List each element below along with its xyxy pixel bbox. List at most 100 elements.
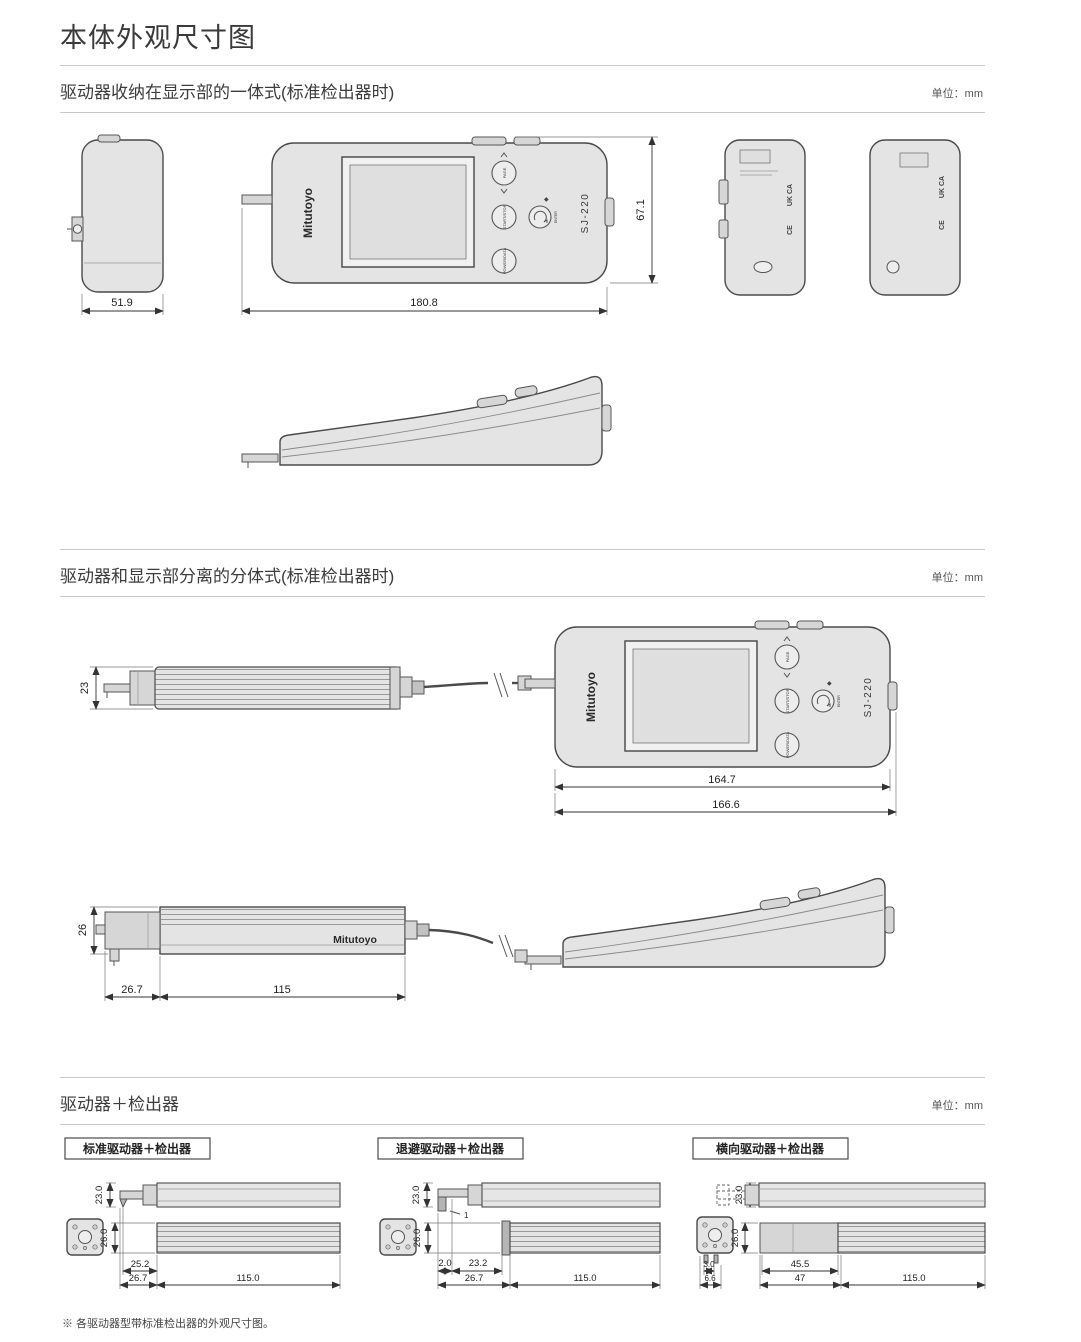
dim-pins: 3.0 6.6 [699,1256,722,1289]
dim-label: 67.1 [635,199,647,220]
dim-label: 26.7 [465,1273,484,1284]
variant-transverse: 横向驱动器＋检出器 23.0 [692,1137,986,1289]
variant-label-box [692,1137,849,1160]
dim-label: 26.0 [99,1229,110,1248]
variant-label: 退避驱动器＋检出器 [396,1141,505,1156]
dim-label: 26.0 [730,1229,741,1248]
dim-drive-height: 26.0 [730,1222,758,1254]
dim-step: 1 [449,1210,469,1220]
variant-label: 标准驱动器＋检出器 [82,1141,192,1156]
dim-label: 1 [464,1211,469,1220]
unit-label: 单位：mm [931,1100,983,1112]
dim-label: 47 [795,1273,806,1284]
section-header: 驱动器和显示部分离的分体式(标准检出器时) 单位：mm [60,550,985,597]
side-view [67,134,164,293]
top-profile-view [241,375,612,469]
section-heading: 驱动器和显示部分离的分体式(标准检出器时) [60,567,395,586]
connection-cable-2 [404,920,528,963]
unit-label: 单位：mm [931,572,983,584]
section-header: 驱动器收纳在显示部的一体式(标准检出器时) 单位：mm [60,66,985,113]
section-drive-detector: 驱动器＋检出器 单位：mm 标准驱动器＋检出器 23.0 [60,1077,986,1331]
dim-label: 26.7 [129,1273,148,1284]
dim-drive-height: 26 [77,906,158,955]
drive-unit [156,1222,341,1254]
connection-cable [399,672,532,698]
separate-type-diagram: 23 164.7 166.6 [77,620,898,1001]
variant-standard: 标准驱动器＋检出器 23.0 [64,1137,341,1289]
page-title: 本体外观尺寸图 [60,23,256,53]
dim-nose-length: 26.7 [104,951,161,1001]
variant-label: 横向驱动器＋检出器 [716,1141,825,1156]
ce-mark: CE [939,220,946,230]
section-integrated: 驱动器收纳在显示部的一体式(标准检出器时) 单位：mm 51.9 [60,65,985,477]
dim-label: 3.0 [703,1260,715,1269]
drive-body [154,666,401,710]
dim-label: 23.0 [734,1186,745,1205]
display-profile-view [524,877,895,971]
dim-label: 23.0 [411,1186,422,1205]
end-view [696,1216,734,1254]
catalog-page: 本体外观尺寸图 驱动器收纳在显示部的一体式(标准检出器时) 单位：mm 51.9 [60,16,986,1331]
dim-display-width-total: 166.6 [554,712,897,816]
dim-label: 115.0 [236,1273,259,1284]
dim-drive-height: 26.0 [99,1222,155,1254]
back-view-1: UK CA CE [718,139,806,296]
drive-brand-logo: Mitutoyo [333,934,377,946]
transverse-adapter [759,1222,839,1254]
dim-drive-length: 115 [159,956,406,1001]
section-header: 驱动器＋检出器 单位：mm [60,1078,985,1125]
dim-display-width: 164.7 [554,769,891,791]
display-front-view [524,620,898,768]
ukca-mark: UK CA [939,176,946,198]
end-view [379,1218,417,1256]
dim-label: 26.0 [412,1229,423,1248]
drive-unit-side-view: Mitutoyo [95,906,406,966]
section-heading: 驱动器＋检出器 [60,1095,179,1114]
drive-unit-top-view [103,666,401,710]
detector-assembly [119,1182,341,1209]
dim-label: 23 [79,682,91,694]
dim-label: 23.0 [94,1186,105,1205]
variant-label-box [377,1137,524,1160]
dim-drive-height: 26.0 [412,1222,500,1254]
unit-label: 单位：mm [931,88,983,100]
dim-label: 166.6 [712,799,740,811]
ukca-mark: UK CA [787,184,794,206]
dim-label: 164.7 [708,774,736,786]
footnote: ※ 各驱动器型带标准检出器的外观尺寸图。 [62,1318,275,1330]
dim-label: 115.0 [573,1273,596,1284]
dim-side-width: 51.9 [81,294,164,315]
section-separate: 驱动器和显示部分离的分体式(标准检出器时) 单位：mm 23 [60,549,985,1021]
dim-label: 115.0 [902,1273,925,1284]
drive-unit [509,1222,661,1254]
detector-assembly [716,1182,986,1208]
dim-label: 25.2 [131,1259,150,1270]
ce-mark: CE [787,225,794,235]
drive-unit [837,1222,986,1254]
detector-assembly [437,1182,661,1212]
dim-label: 23.2 [469,1258,488,1269]
dims-below: 25.2 26.7 115.0 [119,1208,341,1289]
dim-label: 45.5 [791,1259,810,1270]
drive-detector-diagram: 标准驱动器＋检出器 23.0 [64,1137,986,1289]
integrated-type-diagram: 51.9 180.8 67.1 [67,134,961,469]
dim-label: 115 [273,984,291,996]
dims-below: 45.5 47 115.0 [759,1255,986,1289]
section-heading: 驱动器收纳在显示部的一体式(标准检出器时) [60,83,395,102]
dim-body-height: 67.1 [515,136,658,284]
variant-label-box [64,1137,211,1160]
dim-label: 2.0 [438,1258,451,1269]
end-view [66,1218,104,1256]
dim-body-width: 180.8 [241,208,608,315]
dim-label: 51.9 [111,297,132,309]
dim-detector-height: 23.0 [411,1182,433,1208]
variant-retract: 退避驱动器＋检出器 23.0 1 [377,1137,661,1289]
dim-drive-diameter: 23 [79,666,153,710]
dims-below: 2.0 23.2 26.7 115.0 [437,1199,661,1289]
dim-detector-height: 23.0 [94,1182,116,1208]
front-view [241,136,615,284]
dim-label: 26.7 [121,984,142,996]
dim-label: 6.6 [704,1274,716,1283]
dim-label: 26 [77,924,89,936]
back-view-2: UK CA CE [869,139,961,296]
